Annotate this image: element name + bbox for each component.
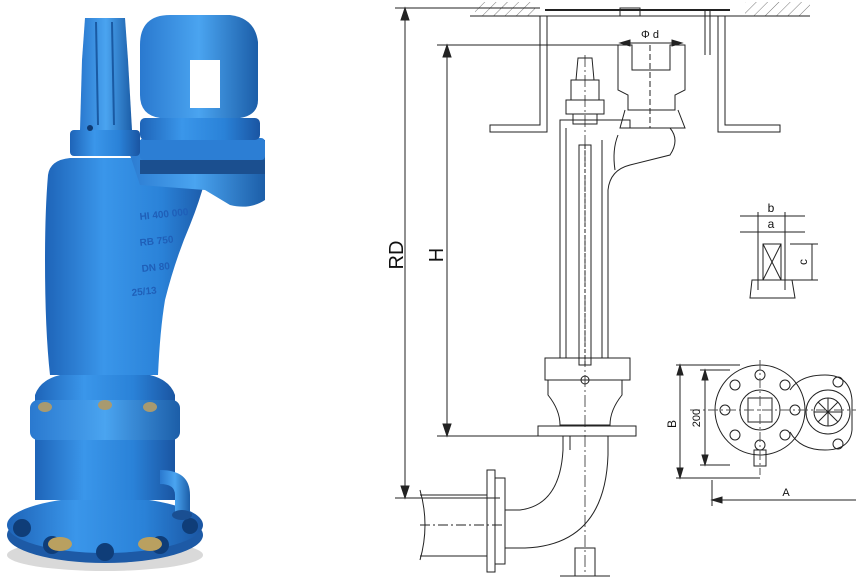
bolt-head — [143, 402, 157, 412]
spindle-cap — [80, 18, 132, 130]
label-rd: RD — [386, 241, 408, 270]
coupling-ring — [140, 118, 260, 140]
dimension-a-plan — [710, 480, 856, 506]
hydrant-photo: HI 400 000 RB 750 DN 80 25/13 — [7, 15, 265, 571]
drawing-valve-body — [537, 357, 637, 437]
main-column — [45, 158, 212, 375]
drawing-spindle — [565, 57, 605, 125]
cast-marking-2: RB 750 — [139, 234, 174, 249]
outlet-flange — [140, 138, 265, 160]
base-flange — [7, 497, 203, 563]
spindle-flange — [70, 130, 140, 156]
label-c: c — [796, 259, 810, 265]
dimension-rd — [395, 6, 540, 500]
bolt-head — [48, 537, 72, 551]
label-d: Φ d — [641, 29, 659, 41]
bolt-head — [98, 400, 112, 410]
dimension-h — [437, 43, 620, 438]
cast-marking-4: 25/13 — [131, 285, 157, 299]
pit-chamber — [489, 16, 781, 133]
dimension-200-b — [676, 363, 760, 480]
plan-view — [690, 360, 856, 475]
bolt-head — [138, 537, 162, 551]
label-a-small: a — [768, 217, 775, 231]
label-200: 200 — [691, 409, 703, 427]
label-h: H — [426, 248, 448, 262]
label-big-a: A — [782, 487, 790, 499]
drawing-outlet-coupling — [617, 44, 686, 129]
body-flange — [30, 400, 180, 440]
gasket — [140, 160, 265, 174]
drawing-column — [559, 119, 676, 366]
drain-elbow — [160, 470, 190, 515]
technical-drawing — [395, 2, 856, 577]
square-key-detail — [740, 212, 818, 299]
drawing-labels: RD H Φ d b a c 200 B A — [386, 29, 810, 499]
cast-markings: HI 400 000 RB 750 DN 80 25/13 — [131, 207, 189, 299]
label-b: b — [768, 201, 775, 215]
ground-surface — [470, 2, 810, 55]
coupling-window — [190, 60, 220, 108]
label-big-b: B — [665, 420, 679, 428]
cast-marking-3: DN 80 — [141, 261, 171, 275]
drawing-elbow-pipe — [419, 436, 610, 577]
dimension-d — [618, 39, 684, 47]
bolt-head — [38, 402, 52, 412]
cast-marking-1: HI 400 000 — [139, 207, 189, 223]
